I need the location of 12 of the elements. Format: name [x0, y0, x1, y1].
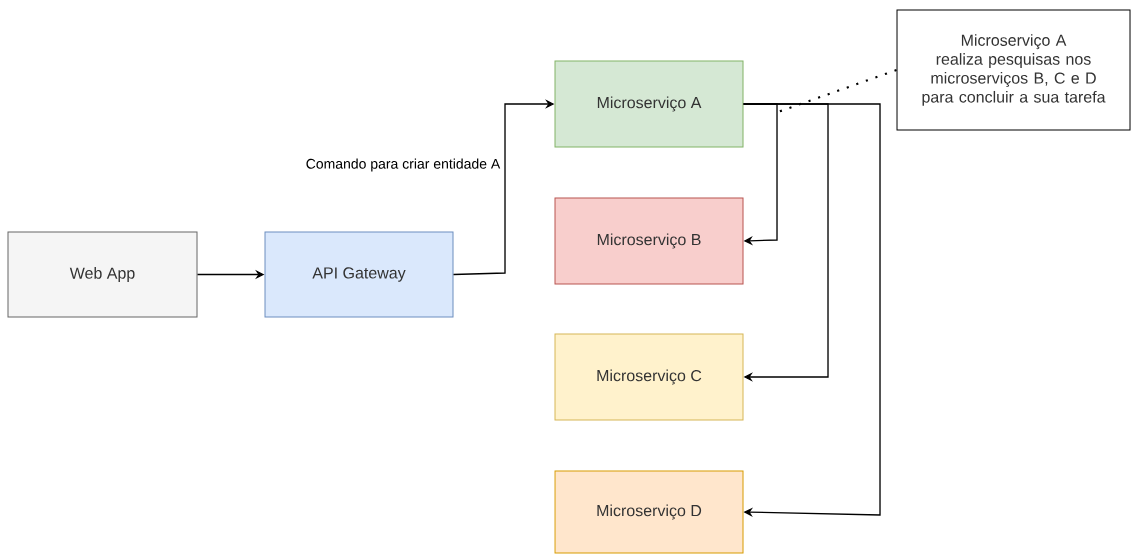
process-box: API Gateway [264, 231, 454, 318]
arrow [742, 103, 829, 382]
service-box: Microserviço D [554, 470, 744, 554]
leader-line [777, 69, 897, 113]
service-box: Microserviço A [554, 60, 744, 148]
note-box: Microserviço A realiza pesquisas nos microserviços B, C e D para concluir a sua tarefa [896, 9, 1131, 131]
service-box: Microserviço B [554, 197, 744, 285]
edge-label: Comando para criar entidade A [304, 157, 502, 173]
arrow [742, 103, 881, 517]
arrow [742, 103, 778, 246]
process-box: Web App [7, 231, 198, 318]
service-box: Microserviço C [554, 333, 744, 421]
